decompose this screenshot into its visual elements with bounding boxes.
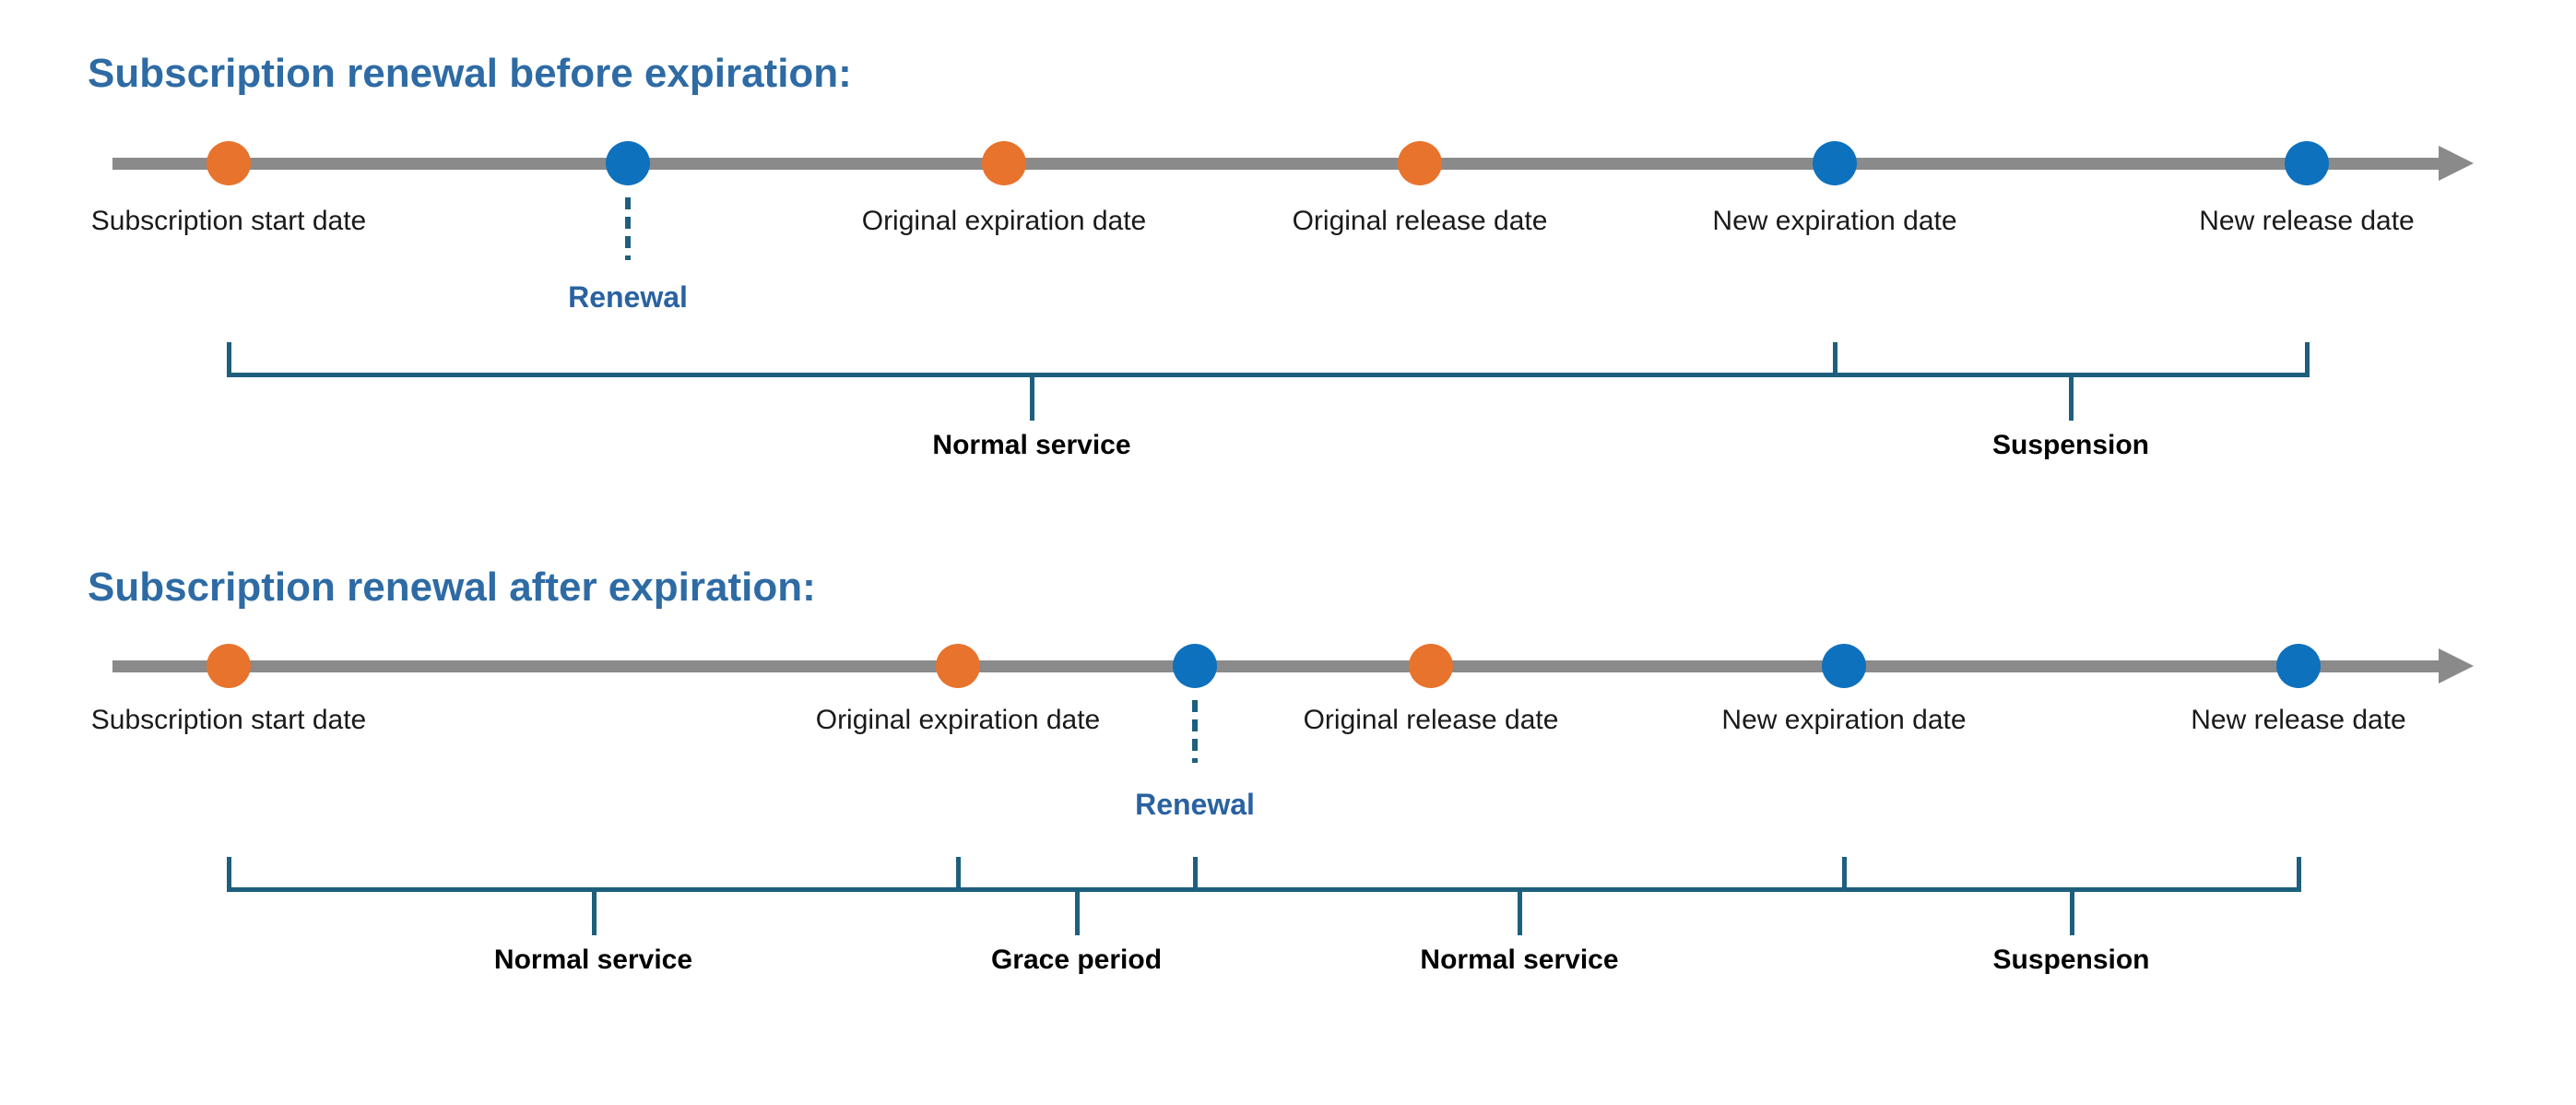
renewal-dashed-line	[1192, 700, 1198, 763]
event-date-label: Original expiration date	[815, 705, 1101, 735]
event-date-label: Subscription start date	[90, 705, 367, 735]
period-bracket-center-tick	[1030, 373, 1034, 421]
timeline-arrowhead-icon	[2439, 146, 2474, 181]
period-bracket-center-tick	[2069, 373, 2074, 421]
period-bracket-center-tick	[1074, 887, 1080, 935]
period-label: Normal service	[932, 430, 1131, 460]
period-bracket	[227, 342, 1837, 377]
period-bracket	[1193, 857, 1847, 892]
event-date-label: New expiration date	[1712, 206, 1957, 236]
section-title: Subscription renewal after expiration:	[88, 564, 816, 610]
period-bracket-center-tick	[1518, 887, 1522, 935]
renewal-callout-label: Renewal	[568, 280, 688, 314]
period-bracket	[1833, 342, 2310, 377]
event-dot-blue	[2276, 644, 2321, 688]
period-label: Normal service	[1420, 945, 1619, 975]
event-date-label: New release date	[2191, 705, 2406, 735]
event-date-label: Original expiration date	[861, 206, 1147, 236]
event-date-label: Original release date	[1292, 206, 1548, 236]
timeline-arrowhead-icon	[2439, 648, 2474, 683]
event-dot-blue	[1173, 644, 1217, 688]
section-title: Subscription renewal before expiration:	[88, 51, 852, 96]
period-bracket-center-tick	[2069, 887, 2074, 935]
period-label: Grace period	[990, 945, 1163, 975]
period-label: Suspension	[1991, 430, 2150, 460]
event-dot-orange	[207, 141, 251, 185]
renewal-dashed-line	[625, 197, 631, 260]
period-bracket	[956, 857, 1198, 892]
event-dot-orange	[1398, 141, 1442, 185]
event-dot-orange	[936, 644, 980, 688]
event-date-label: Subscription start date	[90, 206, 367, 236]
event-dot-blue	[1822, 644, 1866, 688]
event-date-label: New release date	[2199, 206, 2415, 236]
period-bracket	[1842, 857, 2301, 892]
event-dot-blue	[606, 141, 650, 185]
event-dot-blue	[1813, 141, 1857, 185]
timeline-line	[112, 660, 2439, 672]
event-date-label: New expiration date	[1721, 705, 1967, 735]
period-bracket-center-tick	[591, 887, 597, 935]
event-dot-orange	[1409, 644, 1453, 688]
period-bracket	[227, 857, 961, 892]
event-dot-orange	[982, 141, 1026, 185]
period-label: Suspension	[1992, 945, 2150, 975]
event-date-label: Original release date	[1303, 705, 1559, 735]
event-dot-blue	[2285, 141, 2329, 185]
period-label: Normal service	[493, 945, 693, 975]
renewal-callout-label: Renewal	[1135, 788, 1255, 821]
event-dot-orange	[207, 644, 251, 688]
timeline-line	[112, 158, 2439, 170]
